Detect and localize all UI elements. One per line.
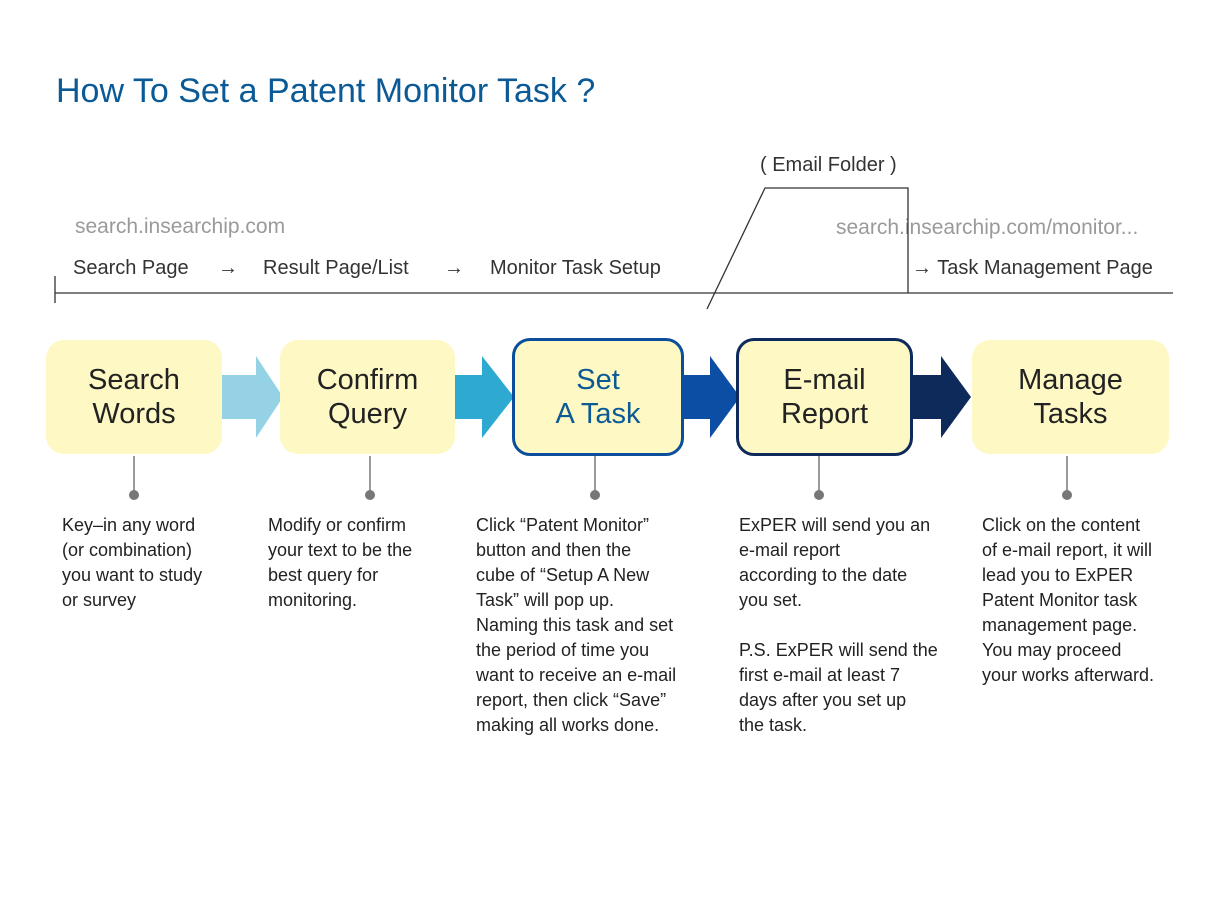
desc-line: ExPER will send you an: [739, 515, 931, 535]
desc-line: Key–in any word: [62, 515, 196, 535]
step-confirm-query: Confirm Query: [280, 340, 455, 454]
step-set-task: Set A Task: [512, 338, 684, 456]
desc-line: P.S. ExPER will send the: [739, 640, 938, 660]
desc-line: the period of time you: [476, 640, 650, 660]
desc-line: you want to study: [62, 565, 203, 585]
desc-email-report: ExPER will send you an e-mail report acc…: [739, 513, 938, 738]
step-label: Query: [328, 398, 407, 430]
url-right: search.insearchip.com/monitor...: [836, 216, 1139, 239]
desc-line: you set.: [739, 590, 803, 610]
step-label: E-mail: [783, 364, 866, 396]
desc-line: Click “Patent Monitor”: [476, 515, 650, 535]
step-label: Words: [92, 398, 176, 430]
step-label: A Task: [555, 398, 641, 430]
step-label: Report: [780, 398, 869, 430]
desc-line: according to the date: [739, 565, 908, 585]
step-manage-tasks: Manage Tasks: [972, 340, 1169, 454]
nav-task-management: → Task Management Page: [912, 257, 1153, 279]
desc-line: e-mail report: [739, 540, 841, 560]
desc-line: making all works done.: [476, 715, 660, 735]
desc-line: lead you to ExPER: [982, 565, 1134, 585]
desc-line: Task” will pop up.: [476, 590, 615, 610]
desc-line: first e-mail at least 7: [739, 665, 901, 685]
nav-arrow-icon: →: [218, 257, 238, 279]
desc-line: management page.: [982, 615, 1138, 635]
desc-line: Modify or confirm: [268, 515, 407, 535]
step-email-report: E-mail Report: [736, 338, 913, 456]
desc-line: Patent Monitor task: [982, 590, 1138, 610]
step-label: Tasks: [1033, 398, 1108, 430]
connector-dot: [129, 490, 139, 500]
arrow-2-icon: [455, 356, 514, 438]
nav-search-page: Search Page: [73, 257, 189, 279]
url-left: search.insearchip.com: [75, 215, 286, 238]
connector-dot: [814, 490, 824, 500]
arrow-3-icon: [684, 356, 740, 438]
desc-search-words: Key–in any word (or combination) you wan…: [62, 513, 202, 613]
desc-line: want to receive an e-mail: [476, 665, 677, 685]
desc-line: report, then click “Save”: [476, 690, 667, 710]
desc-line: Click on the content: [982, 515, 1141, 535]
nav-monitor-setup: Monitor Task Setup: [490, 257, 661, 279]
desc-line: cube of “Setup A New: [476, 565, 650, 585]
desc-line: button and then the: [476, 540, 632, 560]
desc-manage-tasks: Click on the content of e-mail report, i…: [982, 513, 1154, 688]
nav-result-page: Result Page/List: [263, 257, 409, 279]
nav-arrow-icon: →: [444, 257, 464, 279]
step-label: Confirm: [316, 364, 419, 396]
desc-confirm-query: Modify or confirm your text to be the be…: [268, 513, 412, 613]
arrow-4-icon: [912, 356, 971, 438]
step-label: Set: [576, 364, 620, 396]
desc-line: or survey: [62, 590, 137, 610]
desc-line: your works afterward.: [982, 665, 1155, 685]
step-search-words: Search Words: [46, 340, 222, 454]
desc-line: your text to be the: [268, 540, 413, 560]
arrow-1-icon: [222, 356, 283, 438]
desc-line: (or combination): [62, 540, 193, 560]
connector-dot: [590, 490, 600, 500]
desc-set-task: Click “Patent Monitor” button and then t…: [476, 513, 676, 738]
desc-line: days after you set up: [739, 690, 907, 710]
desc-line: of e-mail report, it will: [982, 540, 1153, 560]
desc-line: the task.: [739, 715, 808, 735]
email-folder-label: ( Email Folder ): [760, 154, 897, 176]
connector-dot: [365, 490, 375, 500]
step-label: Search: [88, 364, 180, 396]
desc-line: monitoring.: [268, 590, 358, 610]
desc-line: Naming this task and set: [476, 615, 674, 635]
connector-dot: [1062, 490, 1072, 500]
email-folder-outline: [706, 187, 909, 310]
page-title: How To Set a Patent Monitor Task ?: [56, 72, 596, 110]
desc-line: You may proceed: [982, 640, 1122, 660]
step-label: Manage: [1018, 364, 1123, 396]
desc-line: best query for: [268, 565, 379, 585]
